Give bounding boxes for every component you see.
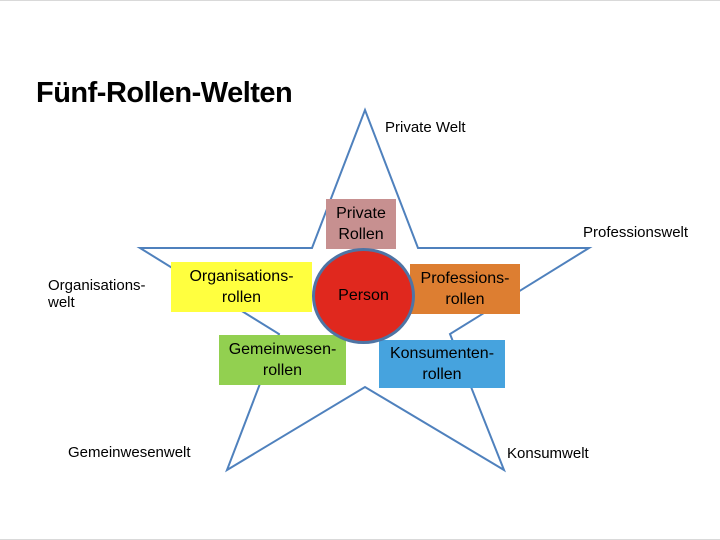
role-box-professions-rollen: Professions- rollen xyxy=(410,264,520,314)
world-label-konsumwelt: Konsumwelt xyxy=(507,445,589,462)
star-outline xyxy=(136,107,593,473)
role-label-line: Private xyxy=(336,205,386,222)
role-box-private-rollen: Private Rollen xyxy=(326,199,396,249)
world-label-organisationswelt: Organisations- welt xyxy=(48,277,146,311)
role-label-line: rollen xyxy=(262,362,303,379)
role-label-line: Professions- xyxy=(420,270,510,287)
role-label-line: rollen xyxy=(221,289,262,306)
world-label-line: Private Welt xyxy=(385,119,466,136)
world-label-line: welt xyxy=(48,294,75,311)
slide-title: Fünf-Rollen-Welten xyxy=(36,77,293,110)
world-label-gemeinwesenwelt: Gemeinwesenwelt xyxy=(68,444,191,461)
role-box-gemeinwesen-rollen: Gemeinwesen- rollen xyxy=(219,335,346,385)
role-label-line: Rollen xyxy=(338,226,384,243)
world-label-line: Gemeinwesenwelt xyxy=(68,444,191,461)
role-label-line: rollen xyxy=(422,366,462,383)
role-label-line: Organisations- xyxy=(189,268,294,285)
role-box-konsumenten-rollen: Konsumenten- rollen xyxy=(379,340,505,388)
role-label-line: Gemeinwesen- xyxy=(228,341,337,358)
world-label-line: Organisations- xyxy=(48,277,146,294)
slide-top-border xyxy=(0,0,720,1)
world-label-private-welt: Private Welt xyxy=(385,119,466,136)
person-label: Person xyxy=(338,287,389,304)
role-label-line: rollen xyxy=(445,291,485,308)
world-label-line: Konsumwelt xyxy=(507,445,589,462)
role-label-line: Konsumenten- xyxy=(389,345,495,362)
world-label-line: Professionswelt xyxy=(583,224,689,241)
role-box-organisations-rollen: Organisations- rollen xyxy=(171,262,312,312)
person-circle: Person xyxy=(312,248,415,344)
world-label-professionswelt: Professionswelt xyxy=(583,224,688,241)
